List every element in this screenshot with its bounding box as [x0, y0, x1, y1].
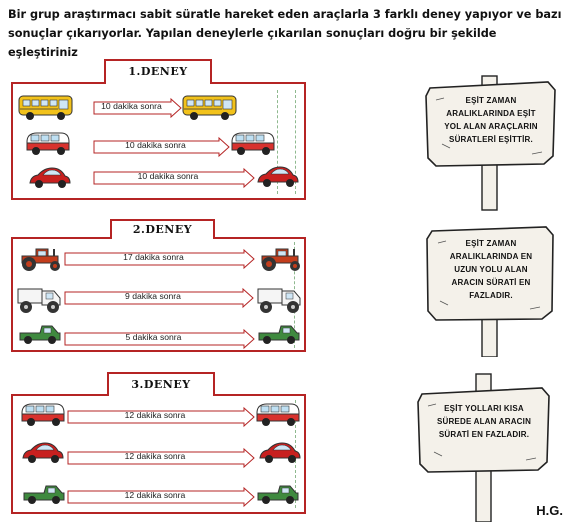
intro-text: Bir grup araştırmacı sabit süratle harek… — [8, 8, 562, 59]
school-bus-icon — [18, 94, 74, 126]
duration-label: 5 dakika sonra — [125, 332, 182, 342]
duration-label: 9 dakika sonra — [125, 291, 181, 301]
tractor-icon — [18, 246, 64, 276]
school-bus-icon — [182, 94, 238, 126]
duration-label: 10 dakika sonra — [101, 101, 162, 111]
duration-label: 12 dakika sonra — [124, 451, 186, 461]
conclusion-sign-2: EŞİT ZAMAN ARALIKLARINDA EN UZUN YOLU AL… — [422, 221, 558, 357]
conclusion-sign-1: EŞİT ZAMAN ARALIKLARINDA EŞİT YOL ALAN A… — [422, 74, 558, 212]
experiment-3-title: 3.DENEY — [107, 372, 215, 396]
finish-line — [295, 90, 296, 194]
sign-text: EŞİT ZAMAN ARALIKLARINDA EŞİT YOL ALAN A… — [444, 96, 538, 144]
van-icon — [25, 130, 71, 162]
duration-label: 10 dakika sonra — [137, 171, 199, 181]
distance-arrow: 5 dakika sonra — [64, 328, 255, 350]
distance-arrow: 17 dakika sonra — [64, 248, 255, 270]
author-signature: H.G. — [536, 503, 563, 518]
van-icon — [255, 401, 301, 433]
van-icon — [20, 401, 66, 433]
truck-icon — [16, 281, 62, 319]
duration-label: 17 dakika sonra — [123, 252, 184, 262]
experiment-2-title: 2.DENEY — [110, 219, 215, 239]
van-icon — [230, 130, 276, 162]
sign-text: EŞİT YOLLARI KISA SÜREDE ALAN ARACIN SÜR… — [436, 404, 532, 439]
truck-icon — [256, 281, 302, 319]
distance-arrow: 10 dakika sonra — [93, 167, 255, 189]
distance-arrow: 10 dakika sonra — [93, 136, 230, 158]
finish-line — [277, 90, 278, 194]
beetle-car-icon — [28, 167, 72, 195]
duration-label: 12 dakika sonra — [124, 490, 186, 500]
distance-arrow: 12 dakika sonra — [67, 447, 255, 469]
pickup-icon — [256, 484, 300, 510]
beetle-car-icon — [256, 166, 300, 194]
tractor-icon — [258, 246, 304, 276]
distance-arrow: 12 dakika sonra — [67, 486, 255, 508]
distance-arrow: 9 dakika sonra — [64, 287, 254, 309]
distance-arrow: 12 dakika sonra — [67, 406, 255, 428]
sign-text: EŞİT ZAMAN ARALIKLARINDA EN UZUN YOLU AL… — [449, 239, 533, 300]
beetle-car-icon — [258, 442, 302, 470]
distance-arrow: 10 dakika sonra — [93, 97, 182, 119]
pickup-icon — [18, 324, 62, 350]
conclusion-sign-3: EŞİT YOLLARI KISA SÜREDE ALAN ARACIN SÜR… — [414, 372, 552, 522]
pickup-icon — [22, 484, 66, 510]
experiment-1-title: 1.DENEY — [104, 59, 212, 84]
pickup-icon — [257, 324, 301, 350]
duration-label: 10 dakika sonra — [125, 140, 186, 150]
beetle-car-icon — [21, 442, 65, 470]
duration-label: 12 dakika sonra — [124, 410, 186, 420]
